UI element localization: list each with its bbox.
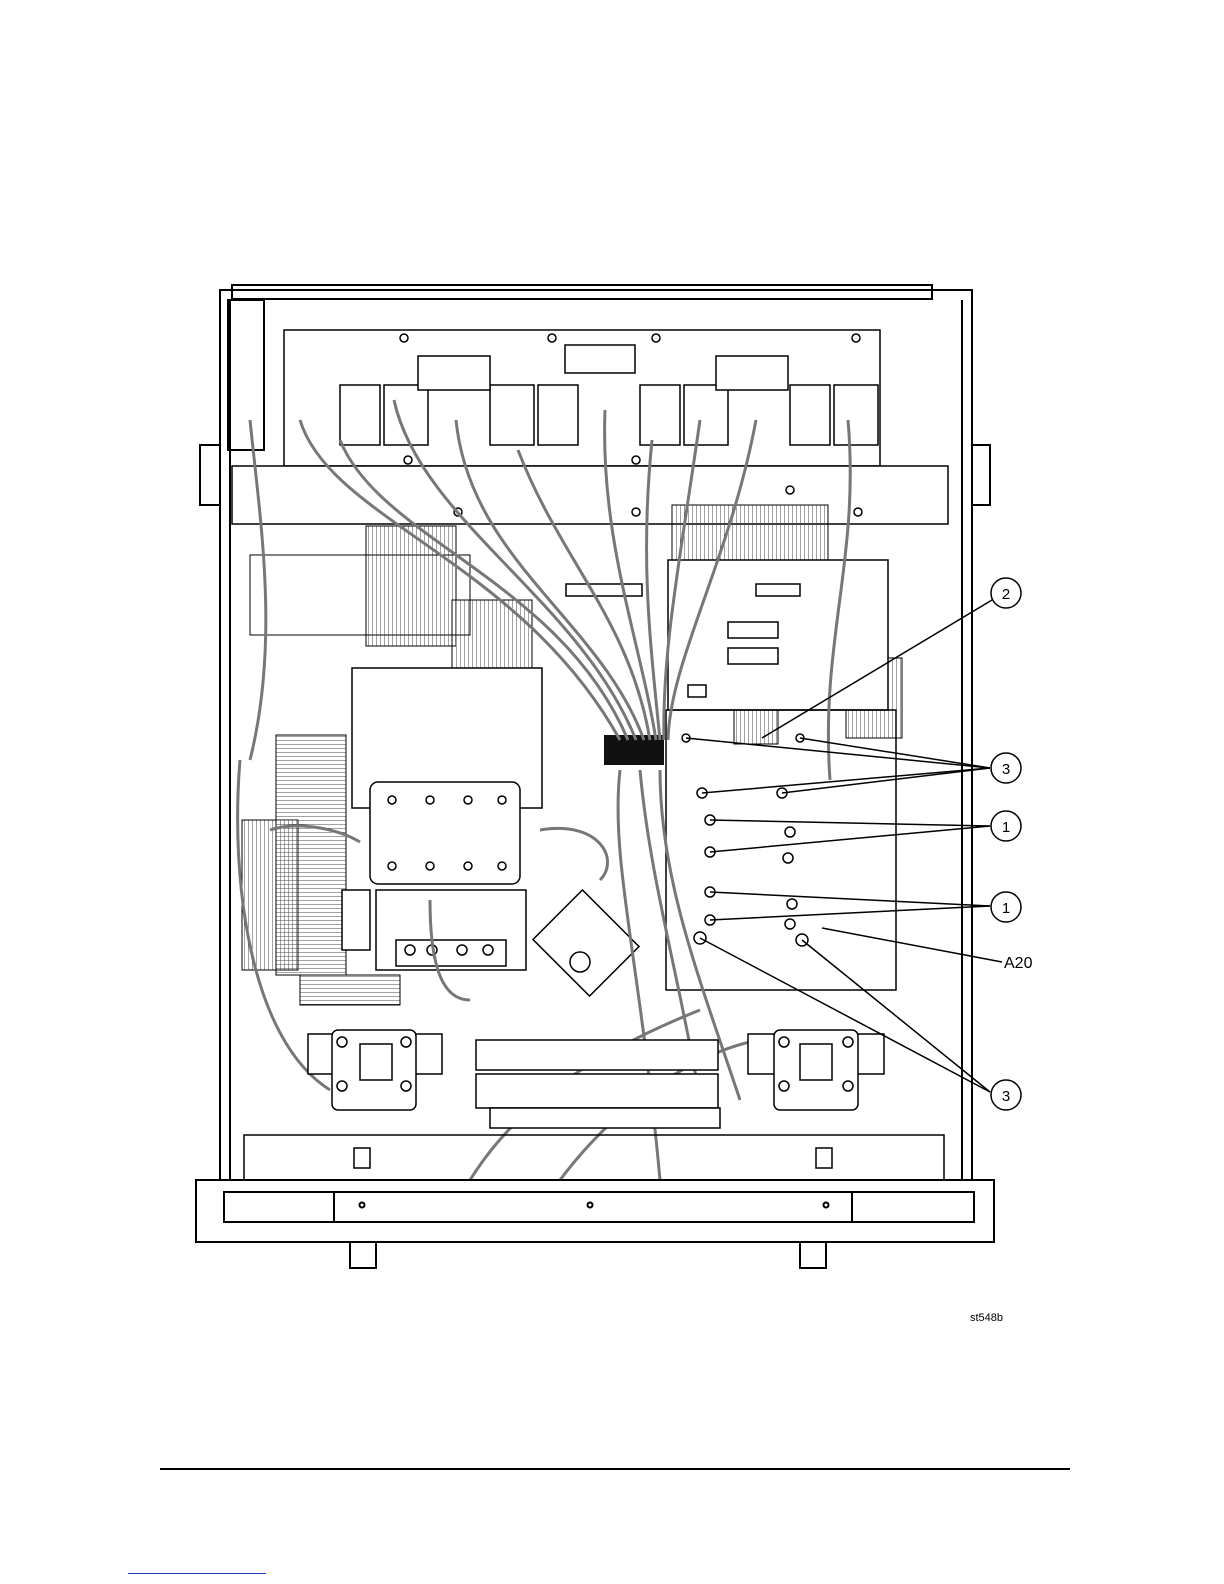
callout-2: 2 (991, 578, 1021, 608)
bottom-assembly (244, 1030, 944, 1180)
svg-text:3: 3 (1002, 1088, 1010, 1105)
callout-1-lower: 1 (991, 892, 1021, 922)
svg-text:1: 1 (1002, 900, 1010, 917)
footer-link[interactable] (128, 1555, 266, 1574)
svg-text:2: 2 (1002, 586, 1010, 603)
reference-label-a20: A20 (1004, 955, 1033, 972)
switch-panel (232, 330, 948, 524)
footer-rule (160, 1468, 1070, 1470)
callout-1-upper: 1 (991, 811, 1021, 841)
front-panel (196, 1180, 994, 1268)
svg-text:1: 1 (1002, 819, 1010, 836)
center-modules (342, 668, 639, 996)
svg-text:3: 3 (1002, 761, 1010, 778)
callout-3-lower: 3 (991, 1080, 1021, 1110)
figure-id: st548b (970, 1312, 1003, 1324)
callout-3-upper: 3 (991, 753, 1021, 783)
